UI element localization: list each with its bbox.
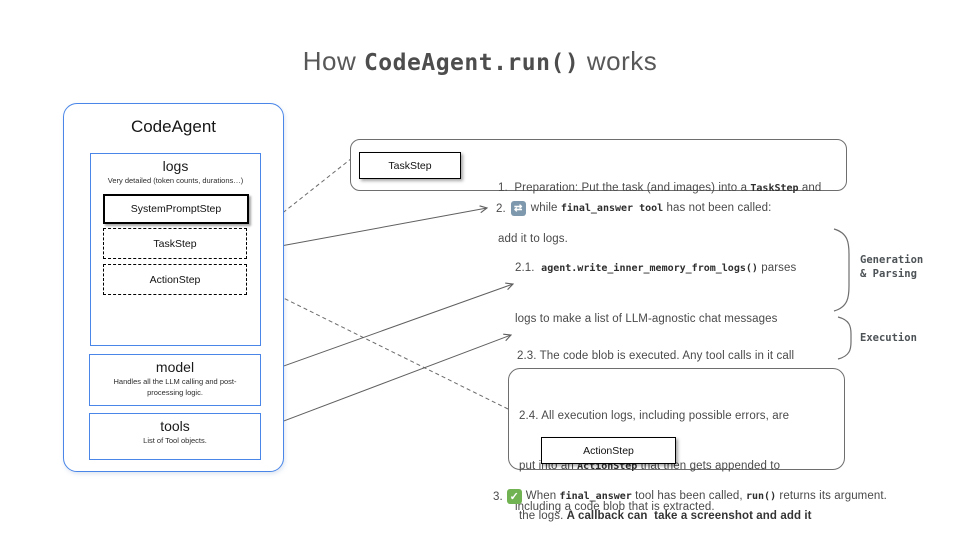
check-icon: ✓ — [506, 489, 522, 505]
step2-text: while final_answer tool has not been cal… — [530, 202, 772, 214]
step3-number: 3. — [493, 490, 503, 503]
logs-box: logs Very detailed (token counts, durati… — [90, 153, 261, 346]
step3-line: 3. ✓ When final_answer tool has been cal… — [493, 488, 887, 506]
step24-line3: the logs. A callback can take a screensh… — [519, 510, 812, 522]
step1-line1: 1. Preparation: Put the task (and images… — [498, 182, 822, 194]
step22-line3: including a code blob that is extracted. — [515, 501, 715, 513]
step2-line: 2. ⇄ while final_answer tool has not bee… — [496, 200, 771, 218]
step24-text: 2.4. All execution logs, including possi… — [519, 375, 837, 540]
model-subtitle: Handles all the LLM calling and post-pro… — [113, 377, 237, 398]
title-suffix: works — [579, 46, 658, 76]
logs-title: logs — [162, 158, 189, 174]
model-title: model — [155, 359, 195, 375]
step23-line1: 2.3. The code blob is executed. Any tool… — [517, 350, 795, 362]
codeagent-panel: CodeAgent logs Very detailed (token coun… — [63, 103, 284, 472]
tools-title: tools — [160, 418, 190, 434]
step24-line1: 2.4. All execution logs, including possi… — [519, 410, 790, 422]
model-box: model Handles all the LLM calling and po… — [89, 354, 261, 406]
arrow-step24-to-actionstep — [247, 280, 509, 410]
step1-line2: add it to logs. — [498, 232, 568, 245]
step21-line2: logs to make a list of LLM-agnostic chat… — [515, 312, 778, 325]
title-prefix: How — [302, 46, 364, 76]
repeat-icon: ⇄ — [510, 201, 526, 217]
step3-text: When final_answer tool has been called, … — [525, 490, 887, 502]
tools-subtitle: List of Tool objects. — [143, 436, 207, 446]
codeagent-title: CodeAgent — [130, 117, 217, 136]
step24-box: 2.4. All execution logs, including possi… — [508, 368, 845, 522]
arrow-tools-step23 — [250, 333, 513, 435]
actionstep-box: ActionStep — [103, 264, 247, 295]
page-title: How CodeAgent.run() works — [0, 46, 960, 77]
title-code: CodeAgent.run() — [363, 50, 580, 76]
step1-text: 1. Preparation: Put the task (and images… — [498, 147, 843, 280]
taskstep-chip: TaskStep — [359, 152, 461, 179]
logs-subtitle: Very detailed (token counts, durations…) — [107, 176, 244, 186]
actionstep-chip: ActionStep — [541, 437, 676, 464]
tools-box: tools List of Tool objects. — [89, 413, 261, 460]
generation-parsing-label: Generation & Parsing — [860, 254, 924, 280]
arrow-model-step22 — [251, 282, 515, 379]
systempromptstep-box: SystemPromptStep — [103, 194, 249, 224]
execution-label: Execution — [860, 332, 917, 344]
arrow-logs-to-step2 — [258, 205, 489, 251]
step2-number: 2. — [496, 202, 506, 215]
step1-box: TaskStep 1. Preparation: Put the task (a… — [350, 139, 847, 245]
step21-line1: 2.1. agent.write_inner_memory_from_logs(… — [515, 262, 797, 274]
taskstep-box: TaskStep — [103, 228, 247, 259]
